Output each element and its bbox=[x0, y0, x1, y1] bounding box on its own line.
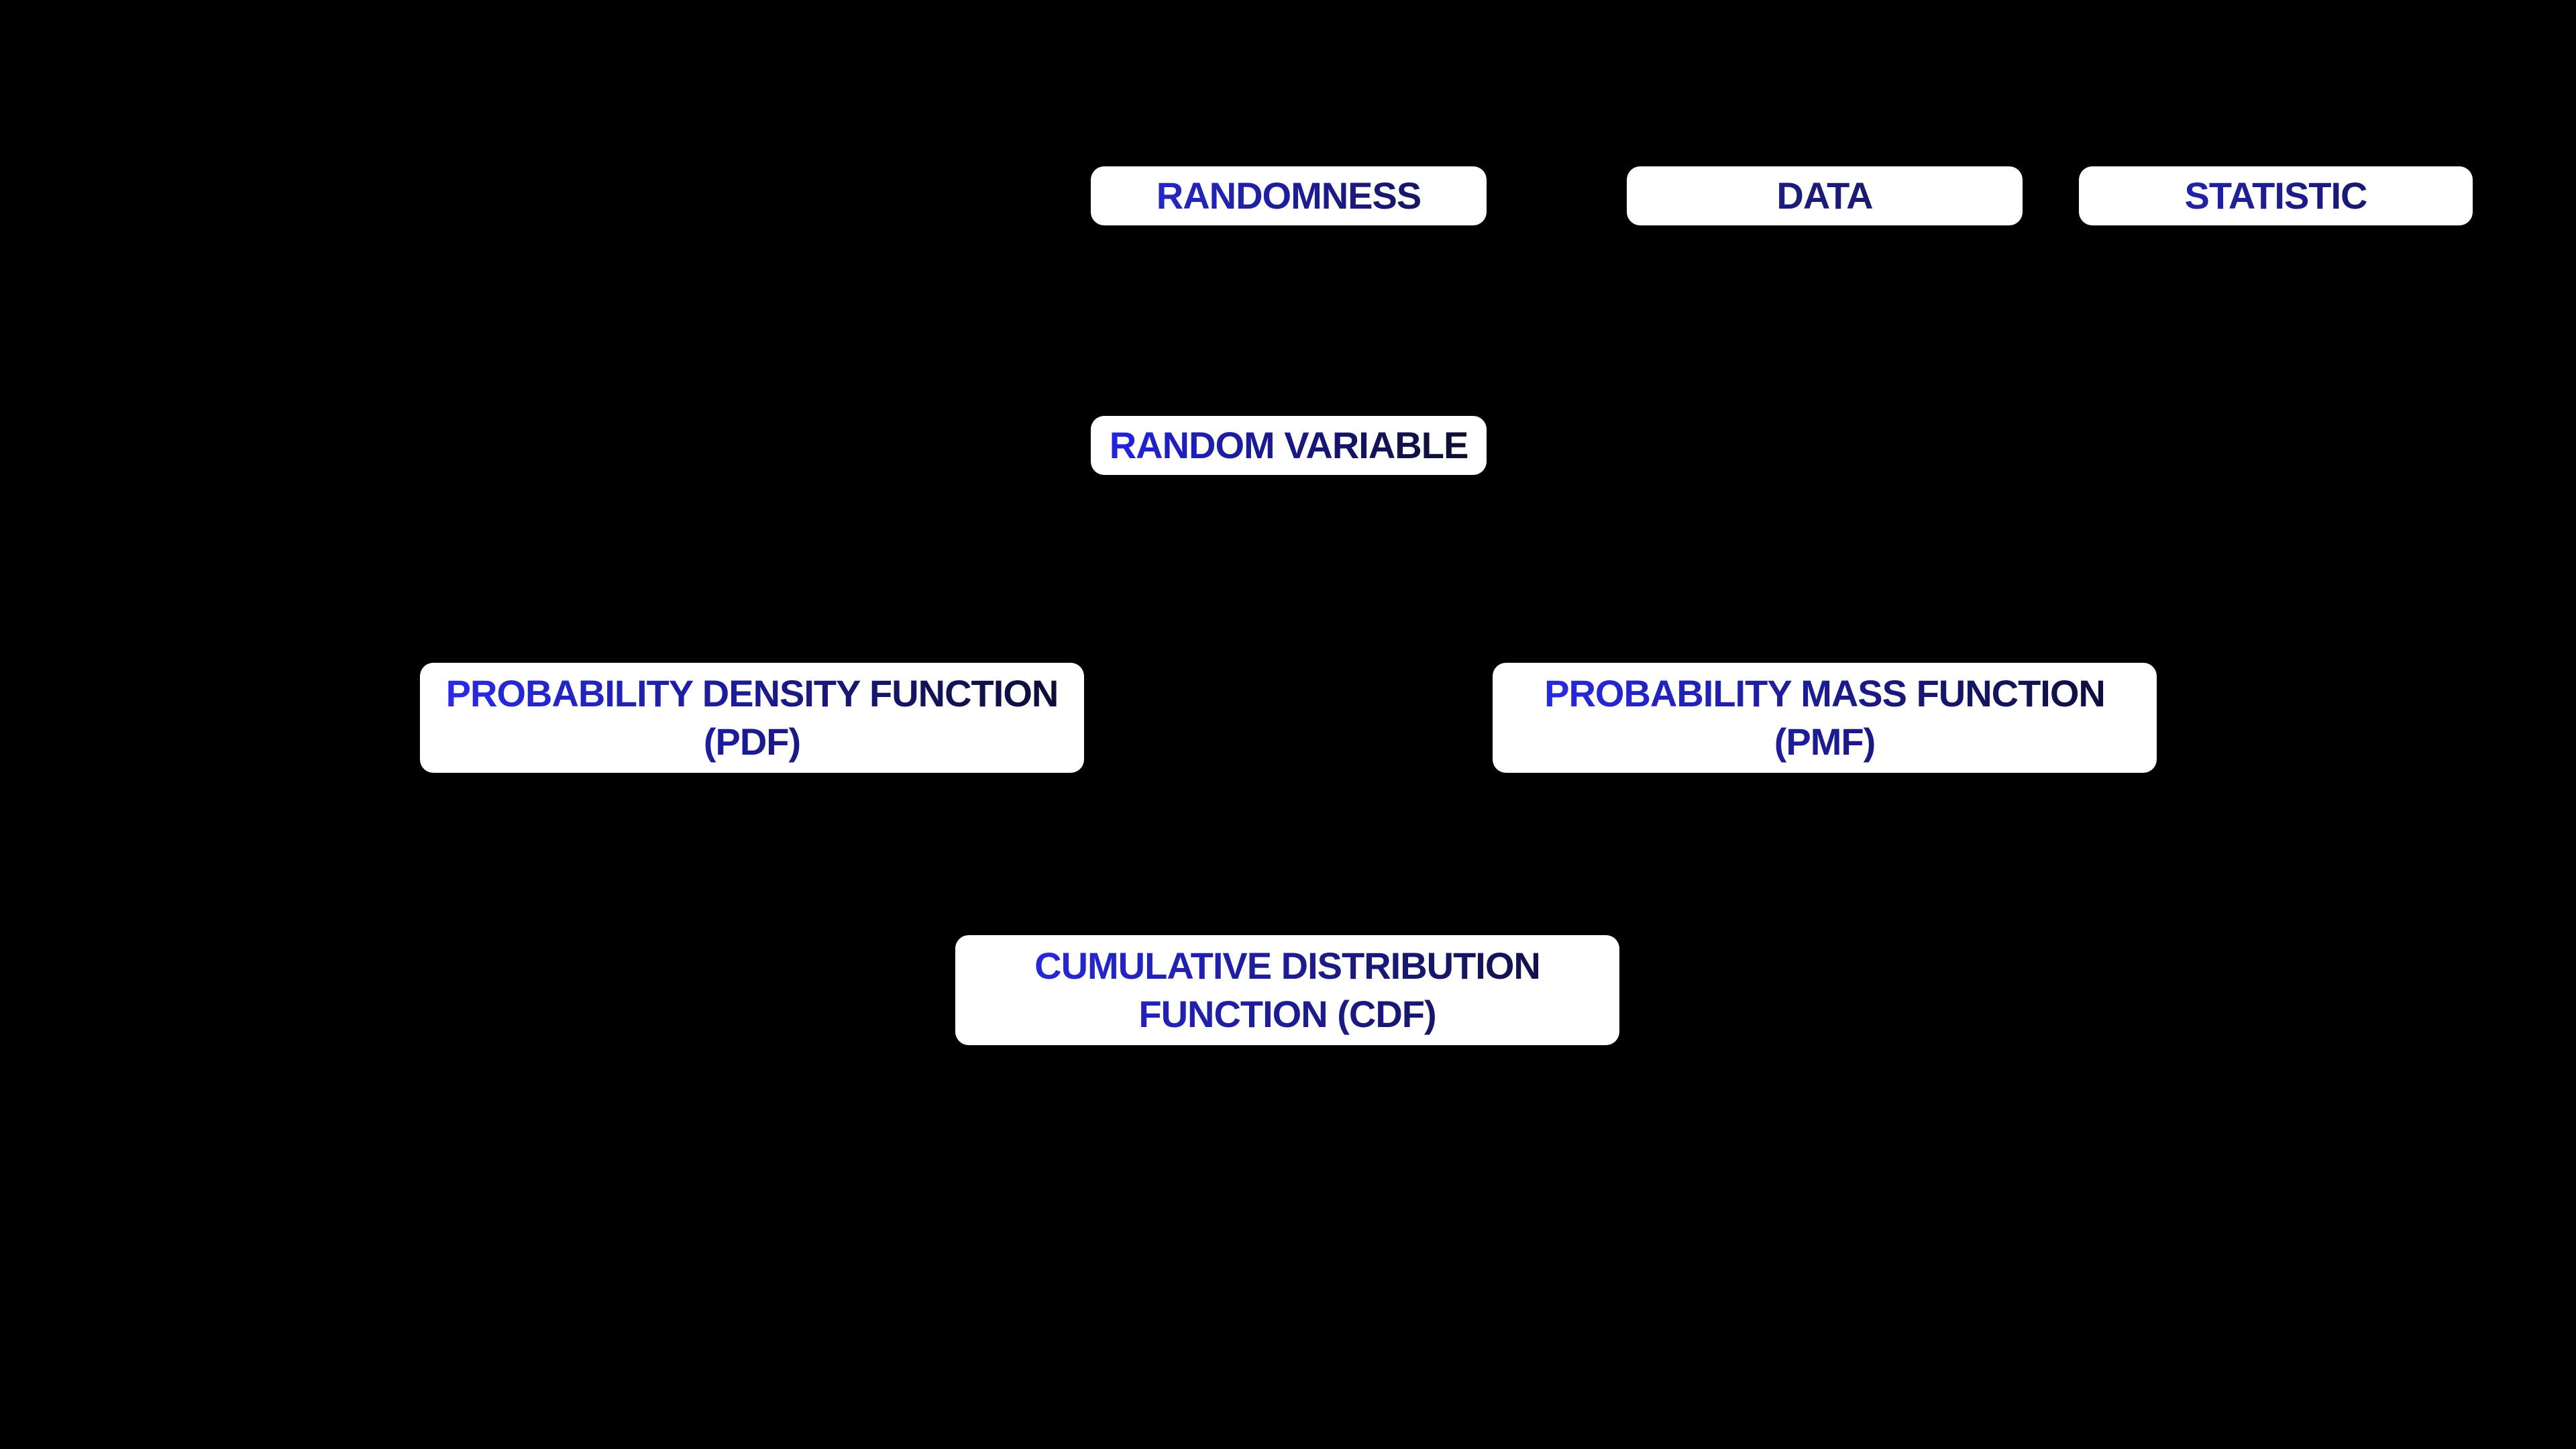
box-cdf-line1: CUMULATIVE DISTRIBUTION bbox=[1034, 945, 1540, 987]
box-random-variable-label: RANDOM VARIABLE bbox=[1091, 421, 1487, 470]
box-pmf-line1: PROBABILITY MASS FUNCTION bbox=[1544, 672, 2105, 714]
box-randomness-label: RANDOMNESS bbox=[1091, 172, 1487, 220]
box-data: DATA bbox=[1627, 166, 2023, 225]
box-statistic-label: STATISTIC bbox=[2079, 172, 2473, 220]
box-random-variable: RANDOM VARIABLE bbox=[1091, 416, 1487, 475]
box-data-label: DATA bbox=[1627, 172, 2023, 220]
box-pmf-label: PROBABILITY MASS FUNCTION (PMF) bbox=[1493, 669, 2157, 766]
box-cumulative-distribution-function: CUMULATIVE DISTRIBUTION FUNCTION (CDF) bbox=[955, 935, 1619, 1045]
box-pmf-line2: (PMF) bbox=[1774, 720, 1876, 763]
box-randomness: RANDOMNESS bbox=[1091, 166, 1487, 225]
box-pdf-label: PROBABILITY DENSITY FUNCTION (PDF) bbox=[420, 669, 1084, 766]
box-cdf-line2: FUNCTION (CDF) bbox=[1138, 993, 1436, 1035]
box-pdf-line2: (PDF) bbox=[703, 720, 801, 763]
box-cdf-label: CUMULATIVE DISTRIBUTION FUNCTION (CDF) bbox=[955, 942, 1619, 1038]
box-pdf-line1: PROBABILITY DENSITY FUNCTION bbox=[445, 672, 1059, 714]
box-statistic: STATISTIC bbox=[2079, 166, 2473, 225]
box-probability-mass-function: PROBABILITY MASS FUNCTION (PMF) bbox=[1493, 663, 2157, 773]
box-probability-density-function: PROBABILITY DENSITY FUNCTION (PDF) bbox=[420, 663, 1084, 773]
